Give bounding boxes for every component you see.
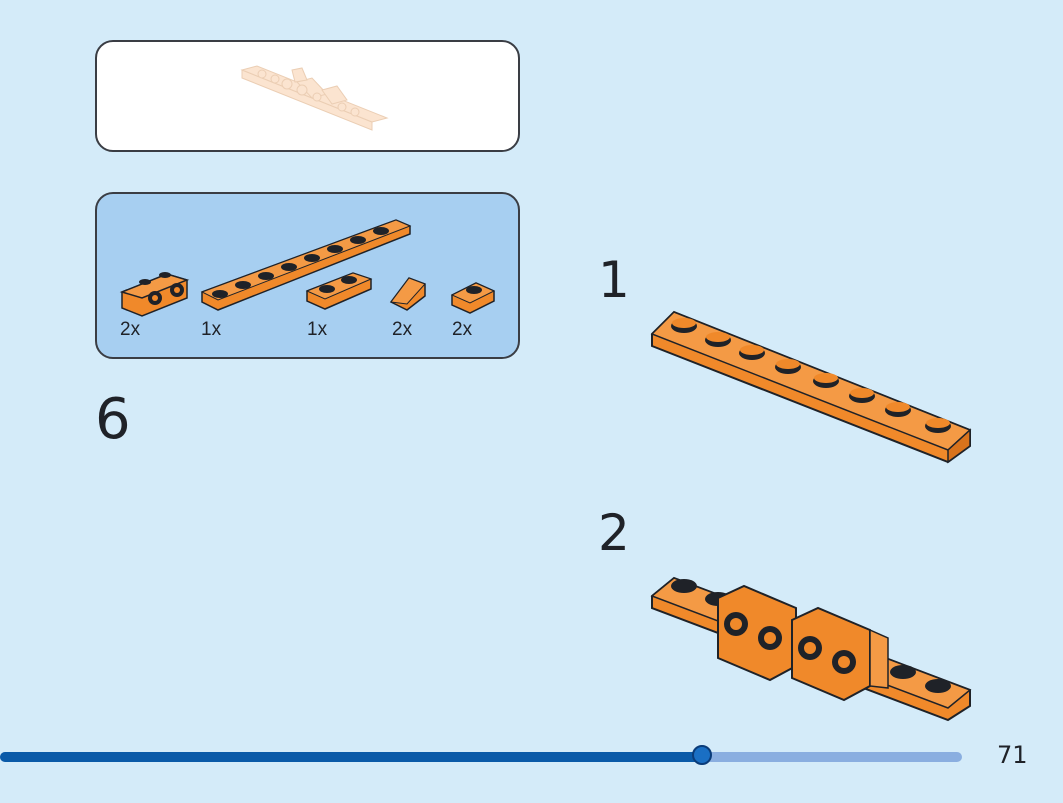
progress-knob	[692, 745, 712, 765]
part-qty-plate-1x1: 2x	[452, 319, 473, 340]
substep-1-illustration	[650, 310, 972, 464]
submodel-preview-image	[240, 65, 389, 131]
part-qty-plate-1x2: 1x	[307, 319, 328, 340]
progress-bar	[0, 745, 962, 765]
part-qty-slope: 2x	[392, 319, 413, 340]
part-qty-plate-1x8: 1x	[201, 319, 222, 340]
part-plate-1x1-image	[450, 282, 496, 314]
page-number: 71	[997, 741, 1028, 769]
submodel-callout	[95, 40, 520, 152]
main-step-number: 6	[95, 387, 131, 452]
part-slope-image	[389, 277, 426, 311]
parts-list-panel: 2x 1x 1x 2x 2x	[95, 192, 520, 359]
substep-number-1: 1	[598, 251, 630, 309]
substep-number-2: 2	[598, 504, 630, 562]
progress-fill	[0, 752, 702, 762]
part-bracket-image	[119, 272, 190, 317]
substep-2-illustration	[650, 576, 972, 722]
part-plate-1x8-image	[200, 219, 412, 311]
part-qty-bracket: 2x	[120, 319, 141, 340]
part-plate-1x2-image	[305, 272, 373, 310]
